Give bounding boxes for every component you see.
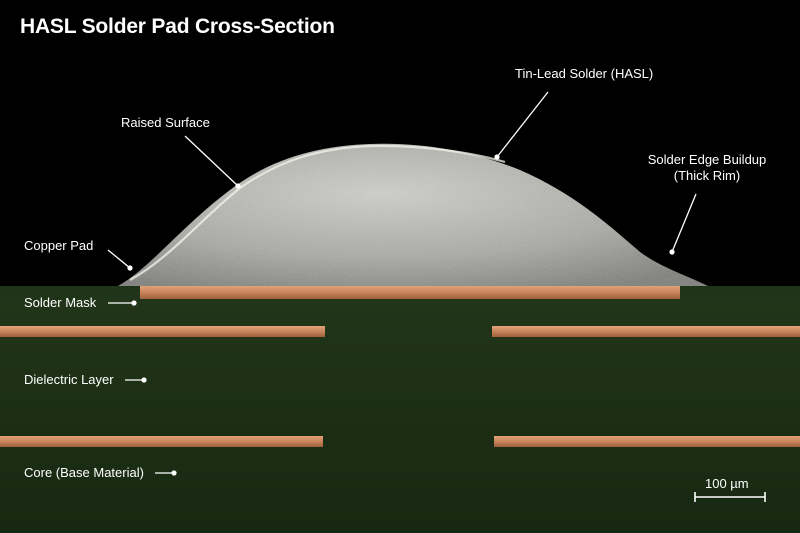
label-dielectric-layer: Dielectric Layer [24,372,114,387]
dot-edge-buildup [669,249,675,255]
leader-edge-buildup [671,193,697,253]
leader-copper-pad [107,249,131,269]
dot-solder-mask [131,300,137,306]
inner-copper-trace-lower-left [0,436,323,447]
dot-copper-pad [127,265,133,271]
label-tin-lead-solder: Tin-Lead Solder (HASL) [515,66,654,81]
solder-dome-texture [118,143,708,286]
label-core: Core (Base Material) [24,465,144,480]
inner-copper-trace-upper-right [492,326,800,337]
dot-raised-surface [235,183,241,189]
dot-tin-lead [494,154,500,160]
laminate-board [0,286,800,533]
figure-title: HASL Solder Pad Cross-Section [20,15,335,38]
label-solder-edge-line1: Solder Edge Buildup [647,152,767,167]
label-solder-mask: Solder Mask [24,295,97,310]
scale-bar-label: 100 µm [705,476,749,491]
leader-tin-lead [496,91,549,158]
scale-bar [694,492,766,502]
leader-raised-surface [184,135,239,187]
inner-copper-trace-upper-left [0,326,325,337]
dot-core [171,470,177,476]
copper-pad [140,286,680,299]
leader-dots [127,154,675,476]
label-solder-edge-line2: (Thick Rim) [673,168,741,183]
inner-copper-trace-lower-right [494,436,800,447]
leader-lines [107,91,697,474]
label-copper-pad: Copper Pad [24,238,94,253]
dot-dielectric [141,377,147,383]
label-raised-surface: Raised Surface [121,115,210,130]
solder-highlight-rim [129,144,506,281]
label-solder-edge-buildup: Solder Edge Buildup (Thick Rim) [632,152,782,184]
